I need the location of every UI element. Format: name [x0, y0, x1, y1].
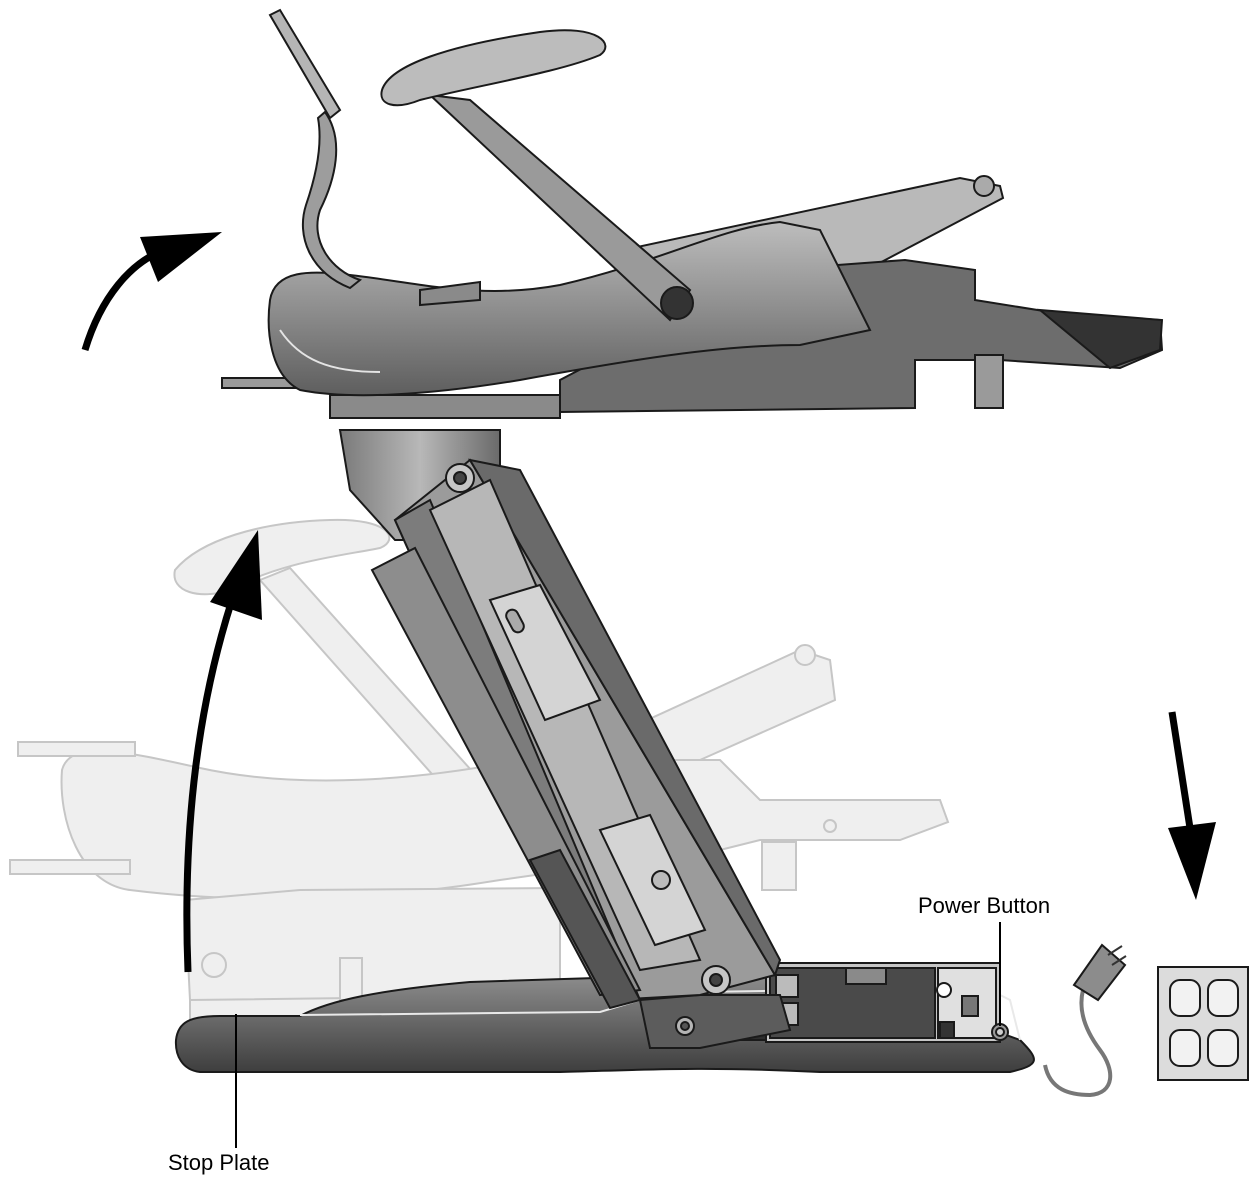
power-button-label: Power Button: [918, 893, 1051, 918]
stop-plate-label: Stop Plate: [168, 1150, 270, 1175]
electrical-outlet-icon: [1157, 966, 1249, 1081]
curved-arrow-icon: [81, 232, 222, 352]
chair-base: [174, 962, 1035, 1073]
raised-chair: [221, 8, 1164, 419]
curved-arrow-icon: [183, 530, 262, 973]
power-plug-icon: [1043, 943, 1127, 1098]
down-arrow-icon: [1168, 711, 1216, 900]
lift-column: [338, 429, 782, 1010]
